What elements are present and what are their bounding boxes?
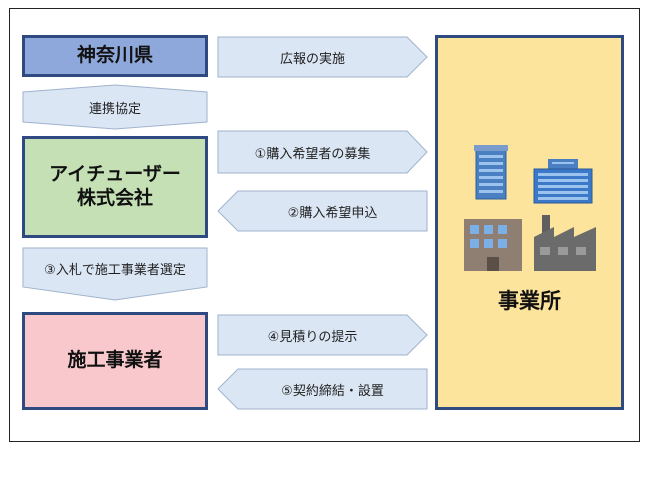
kanagawa-label: 神奈川県 <box>76 44 153 67</box>
arrow-apply-label: ②購入希望申込 <box>287 205 378 221</box>
aichooser-label: アイチューザー 株式会社 <box>49 163 181 209</box>
building-icons <box>462 143 602 273</box>
factory-icon <box>534 215 596 271</box>
office-label: 事業所 <box>498 289 561 313</box>
arrow-partnership-label: 連携協定 <box>88 101 141 117</box>
arrow-estimate: ④見積りの提示 <box>217 314 428 356</box>
contractor-box: 施工事業者 <box>22 312 208 410</box>
apartment-building-icon <box>533 159 593 204</box>
arrow-partnership: 連携協定 <box>22 84 208 130</box>
arrow-bid: ③入札で施工事業者選定 <box>22 247 208 301</box>
aichooser-company-box: アイチューザー 株式会社 <box>22 136 208 238</box>
store-building-icon <box>464 219 522 271</box>
arrow-publicity-label: 広報の実施 <box>279 51 345 67</box>
arrow-bid-label: ③入札で施工事業者選定 <box>44 262 186 278</box>
arrow-contract-label: ⑤契約締結・設置 <box>281 383 384 399</box>
arrow-apply: ②購入希望申込 <box>217 190 428 232</box>
kanagawa-prefecture-box: 神奈川県 <box>22 35 208 77</box>
arrow-recruit: ①購入希望者の募集 <box>217 130 428 174</box>
business-office-box: 事業所 <box>435 35 624 410</box>
arrow-recruit-label: ①購入希望者の募集 <box>254 146 371 162</box>
contractor-label: 施工事業者 <box>67 349 163 372</box>
arrow-estimate-label: ④見積りの提示 <box>267 329 358 345</box>
office-building-icon <box>474 145 508 200</box>
arrow-contract: ⑤契約締結・設置 <box>217 368 428 410</box>
arrow-publicity: 広報の実施 <box>217 36 428 78</box>
